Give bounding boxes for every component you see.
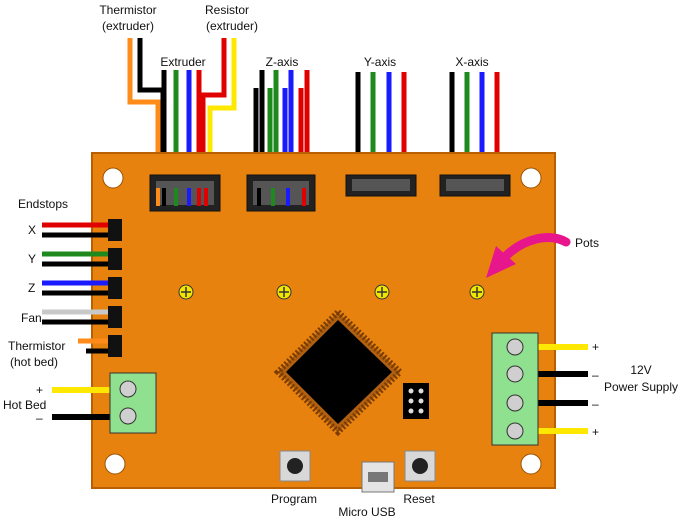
microcontroller-chip bbox=[273, 307, 405, 437]
mounting-holes bbox=[102, 167, 542, 475]
pot-3 bbox=[374, 284, 390, 300]
resistor-extruder-sublabel: (extruder) bbox=[206, 19, 258, 33]
y-axis-label: Y-axis bbox=[364, 55, 396, 69]
mounting-hole-bottom-left bbox=[104, 453, 126, 475]
hot-bed-plus-label: + bbox=[36, 383, 43, 397]
thermistor-extruder-sublabel: (extruder) bbox=[102, 19, 154, 33]
reset-label: Reset bbox=[403, 492, 435, 506]
potentiometers bbox=[178, 284, 485, 300]
endstop-y-label: Y bbox=[28, 252, 36, 266]
hot-bed-terminal bbox=[109, 372, 157, 434]
power-supply-wires bbox=[530, 344, 588, 434]
mounting-hole-top-left bbox=[102, 167, 124, 189]
psu-plus-bottom-label: + bbox=[592, 425, 599, 439]
pot-4 bbox=[469, 284, 485, 300]
hot-bed-minus-label: – bbox=[36, 411, 43, 425]
resistor-extruder-label: Resistor bbox=[205, 3, 249, 17]
micro-usb-label: Micro USB bbox=[338, 505, 395, 518]
thermistor-bed-label: Thermistor bbox=[8, 339, 65, 353]
endstops-label: Endstops bbox=[18, 197, 68, 211]
pots-arrow-icon bbox=[486, 233, 571, 278]
extruder-label: Extruder bbox=[160, 55, 205, 69]
program-label: Program bbox=[271, 492, 317, 506]
micro-usb-port bbox=[361, 461, 395, 493]
psu-plus-top-label: + bbox=[592, 340, 599, 354]
psu-minus-upper-label: – bbox=[592, 368, 599, 382]
pots-label: Pots bbox=[575, 236, 599, 250]
pot-2 bbox=[276, 284, 292, 300]
thermistor-extruder-label: Thermistor bbox=[99, 3, 156, 17]
endstop-wires bbox=[42, 222, 112, 354]
hot-bed-label: Hot Bed bbox=[3, 398, 46, 412]
extruder-wires bbox=[127, 38, 237, 192]
fan-label: Fan bbox=[21, 311, 42, 325]
endstop-connectors bbox=[108, 219, 122, 357]
endstop-z-label: Z bbox=[28, 281, 35, 295]
x-axis-label: X-axis bbox=[455, 55, 488, 69]
psu-minus-lower-label: – bbox=[592, 397, 599, 411]
psu-voltage-label: 12V bbox=[630, 363, 651, 377]
z-axis-label: Z-axis bbox=[266, 55, 299, 69]
mounting-hole-bottom-right bbox=[520, 453, 542, 475]
program-button[interactable] bbox=[279, 450, 311, 482]
pot-1 bbox=[178, 284, 194, 300]
reset-button[interactable] bbox=[404, 450, 436, 482]
mounting-hole-top-right bbox=[520, 167, 542, 189]
psu-label: Power Supply bbox=[604, 380, 678, 394]
thermistor-bed-sublabel: (hot bed) bbox=[10, 355, 58, 369]
icsp-header bbox=[403, 383, 429, 419]
hot-bed-wires bbox=[52, 387, 112, 420]
endstop-x-label: X bbox=[28, 223, 36, 237]
